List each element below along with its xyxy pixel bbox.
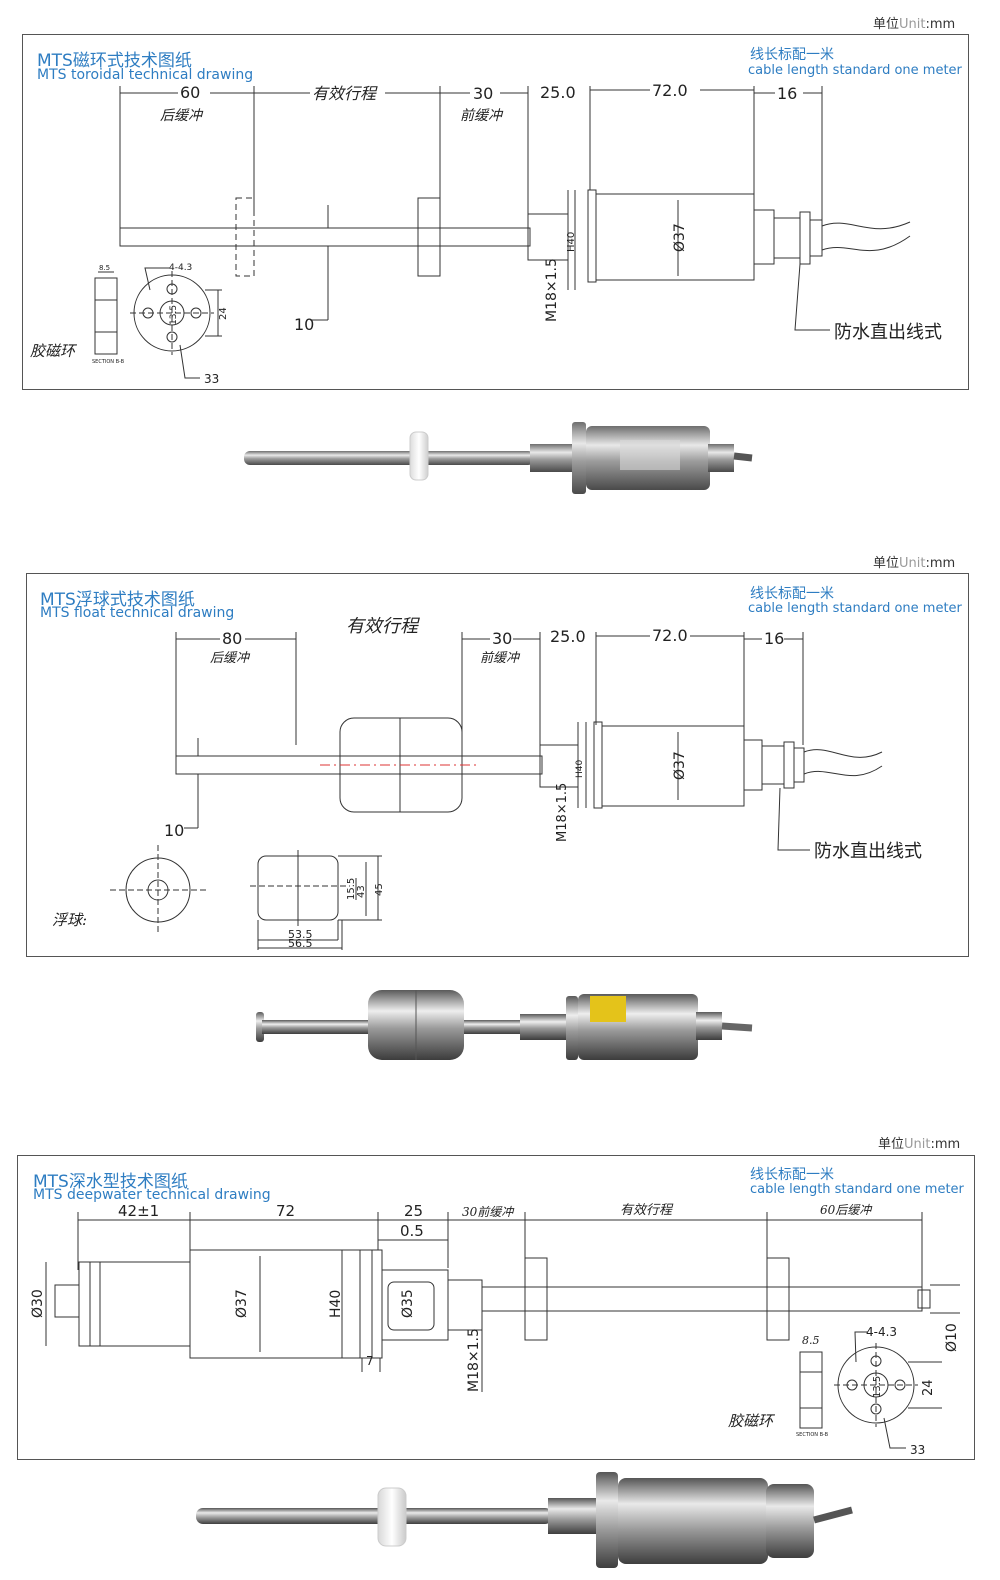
dim-front: 30	[473, 84, 493, 103]
part-holes: 4-4.3	[169, 263, 192, 273]
part-section: SECTION B-B	[92, 359, 125, 365]
unit-label-2: 单位Unit:mm	[873, 556, 956, 571]
rear-buffer-label: 后缓冲	[160, 108, 204, 124]
part-label: 胶磁环	[728, 1412, 776, 1430]
outlet-label: 防水直出线式	[814, 841, 922, 862]
dim-h40: H40	[575, 760, 585, 778]
cable-note-en: cable length standard one meter	[750, 1182, 964, 1197]
dim-72: 72.0	[652, 81, 688, 100]
dim-25: 25.0	[550, 627, 586, 646]
panel-title-en: MTS toroidal technical drawing	[37, 67, 254, 83]
dim-phi35: Ø35	[400, 1289, 416, 1318]
part-pcd: 24	[218, 307, 229, 320]
unit-label-1: 单位Unit:mm	[873, 17, 956, 32]
cable-note-en: cable length standard one meter	[748, 63, 962, 78]
drawing-panel-deepwater	[17, 1155, 975, 1460]
cable-note-en: cable length standard one meter	[748, 601, 962, 616]
part-inner: 13.5	[872, 1376, 883, 1398]
dim-72: 72.0	[652, 626, 688, 645]
cable-note-cn: 线长标配一米	[750, 1167, 834, 1183]
part-w1: 53.5	[288, 928, 313, 941]
dim-72: 72	[276, 1202, 295, 1220]
dim-phi10: Ø10	[944, 1323, 960, 1352]
part-pcd: 24	[921, 1379, 936, 1396]
part-label: 胶磁环	[30, 342, 78, 360]
dim-05: 0.5	[400, 1222, 424, 1240]
part-label: 浮球:	[52, 911, 87, 929]
part-inner: 13.5	[169, 305, 179, 325]
cable-note-cn: 线长标配一米	[750, 47, 834, 63]
unit-label-3: 单位Unit:mm	[878, 1137, 961, 1152]
part-h1: 15.5	[346, 878, 357, 900]
cable-note-cn: 线长标配一米	[750, 586, 834, 602]
part-holes: 4-4.3	[866, 1325, 897, 1339]
dim-phi30: Ø30	[30, 1289, 46, 1318]
dim-stroke: 有效行程	[346, 616, 420, 637]
dim-10: 10	[164, 821, 184, 840]
dim-7: 7	[366, 1354, 374, 1368]
panel-title-cn: MTS浮球式技术图纸	[40, 590, 195, 610]
dim-stroke: 有效行程	[312, 84, 378, 103]
dim-25: 25	[404, 1202, 423, 1220]
drawing-panel-float	[26, 573, 969, 957]
front-buffer-label: 前缓冲	[460, 108, 504, 124]
part-thick: 8.5	[802, 1334, 820, 1347]
dim-42: 42±1	[118, 1202, 159, 1220]
dim-front: 30	[492, 629, 512, 648]
dim-phi37: Ø37	[672, 223, 688, 252]
part-w2: 56.5	[288, 937, 313, 950]
dim-stroke: 有效行程	[620, 1203, 674, 1218]
dim-25: 25.0	[540, 83, 576, 102]
dim-rear: 60	[180, 83, 200, 102]
dim-16: 16	[777, 84, 797, 103]
dim-h40: H40	[566, 232, 577, 252]
panel-title-en: MTS deepwater technical drawing	[33, 1187, 271, 1203]
panel-title-cn: MTS磁环式技术图纸	[37, 51, 192, 71]
part-section: SECTION B-B	[796, 1432, 829, 1438]
dim-m18: M18×1.5	[466, 1328, 482, 1392]
dim-m18: M18×1.5	[555, 783, 570, 842]
front-buffer-label: 前缓冲	[480, 651, 521, 666]
part-outer: 33	[910, 1443, 925, 1457]
dim-m18: M18×1.5	[544, 258, 560, 322]
panel-title-en: MTS float technical drawing	[40, 605, 235, 621]
part-thick: 8.5	[99, 264, 110, 272]
part-h3: 45	[374, 883, 385, 896]
dim-phi37: Ø37	[234, 1289, 250, 1318]
part-outer: 33	[204, 372, 219, 386]
part-h2: 43	[356, 885, 367, 898]
outlet-label: 防水直出线式	[834, 322, 942, 343]
panel-title-cn: MTS深水型技术图纸	[33, 1172, 188, 1192]
dim-front: 30前缓冲	[462, 1205, 515, 1219]
dim-phi37: Ø37	[672, 751, 688, 780]
dim-h40: H40	[328, 1290, 344, 1318]
dim-16: 16	[764, 629, 784, 648]
dim-rear: 80	[222, 629, 242, 648]
dim-10: 10	[294, 315, 314, 334]
rear-buffer-label: 后缓冲	[210, 651, 251, 666]
dim-rear: 60后缓冲	[820, 1203, 873, 1217]
